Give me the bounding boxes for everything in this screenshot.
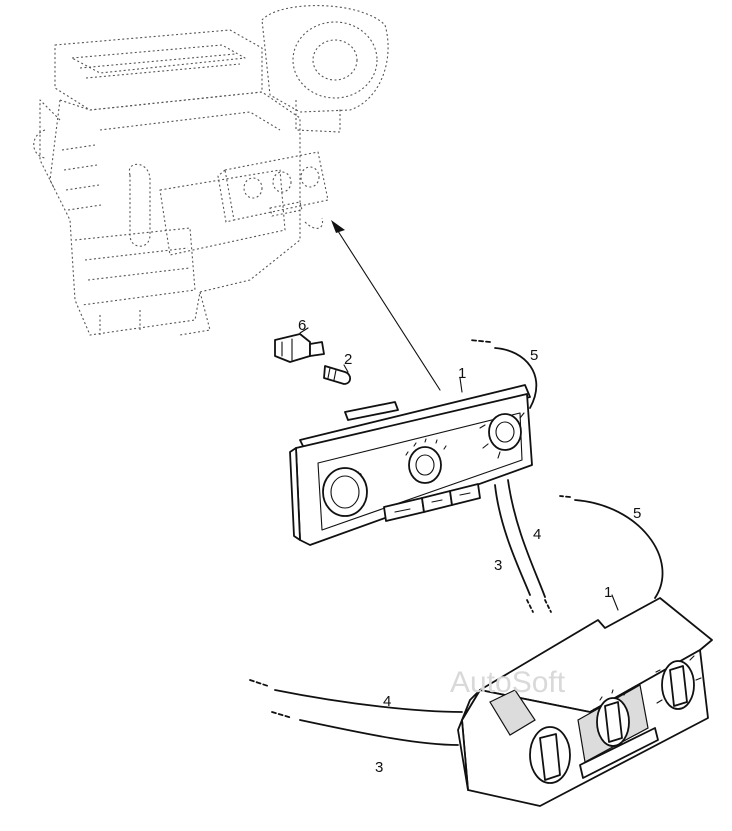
callout-5-lower: 5 xyxy=(633,505,641,522)
leader-1-upper xyxy=(459,377,463,393)
fan-speed-knob-upper xyxy=(405,438,447,484)
installation-arrow xyxy=(331,220,441,391)
panel-bulb xyxy=(323,365,352,385)
fan-speed-knob-lower xyxy=(591,689,630,747)
control-panel-upper xyxy=(289,384,533,546)
callout-1-upper: 1 xyxy=(458,365,466,382)
installed-panel-ghost xyxy=(217,151,329,229)
watermark: AutoSoft xyxy=(450,666,566,699)
heater-housing-ghost xyxy=(33,5,389,336)
push-buttons-upper xyxy=(383,483,481,522)
callout-3-lower: 3 xyxy=(375,759,383,776)
slider-bar-lower xyxy=(579,727,659,779)
leader-1-lower xyxy=(611,594,619,611)
cables-upper xyxy=(469,339,552,613)
air-distribution-knob-lower xyxy=(655,655,702,710)
temperature-knob-lower xyxy=(529,726,571,784)
leader-2 xyxy=(343,364,349,373)
callout-3-upper: 3 xyxy=(494,557,502,574)
air-distribution-knob-upper xyxy=(479,412,525,459)
callout-4-upper: 4 xyxy=(533,526,541,543)
leader-6 xyxy=(299,327,309,334)
temperature-knob-upper xyxy=(322,467,368,517)
callout-4-lower: 4 xyxy=(383,693,391,710)
cables-lower xyxy=(249,495,664,746)
callout-5-upper: 5 xyxy=(530,347,538,364)
callout-6: 6 xyxy=(298,317,306,334)
control-panel-lower xyxy=(457,597,713,807)
callout-2: 2 xyxy=(344,351,352,368)
callout-1-lower: 1 xyxy=(604,584,612,601)
bulb-holder xyxy=(274,333,325,363)
